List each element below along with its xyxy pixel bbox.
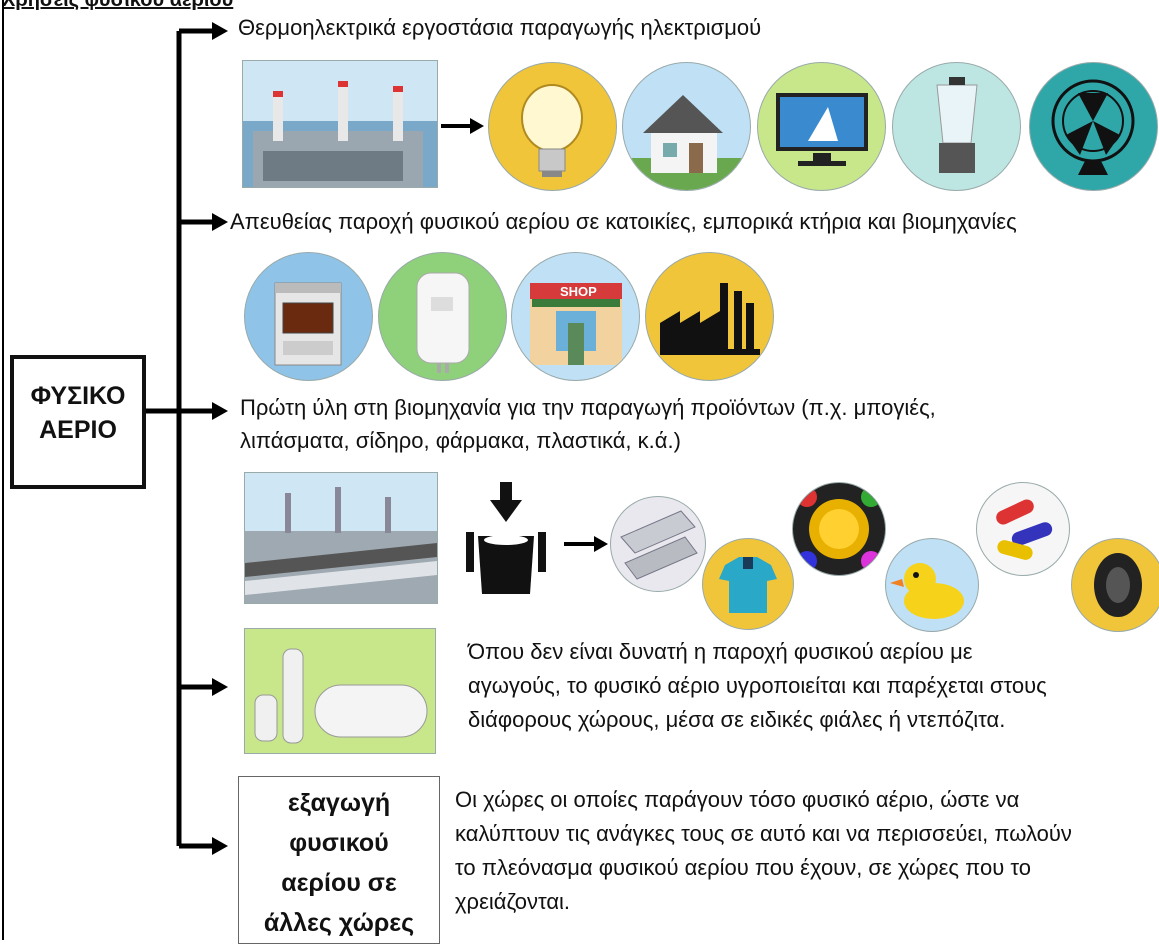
branch-power-plants-label: Θερμοηλεκτρικά εργοστάσια παραγωγής ηλεκ…: [238, 15, 762, 40]
shirt-icon: [702, 538, 794, 630]
export-text-line3: το πλεόνασμα φυσικού αερίου που έχουν, σ…: [455, 855, 1031, 880]
export-box-line2: φυσικού: [289, 829, 389, 857]
water-heater-icon: [378, 252, 507, 381]
factory-icon: [645, 252, 774, 381]
television-icon: [757, 62, 886, 191]
liquefied-gas-text-line2: αγωγούς, το φυσικό αέριο υγροποιείται κα…: [468, 673, 1047, 698]
gas-cylinders-icon: [244, 628, 436, 754]
light-bulb-icon: [488, 62, 617, 191]
crucible-icon: [460, 482, 552, 606]
natural-gas-box-line2: ΑΕΡΙΟ: [39, 416, 117, 444]
export-text-line1: Οι χώρες οι οποίες παράγουν τόσο φυσικό …: [455, 787, 1020, 812]
gas-stove-icon: [244, 252, 373, 381]
branch-raw-material-label-line1: Πρώτη ύλη στη βιομηχανία για την παραγωγ…: [240, 395, 936, 420]
export-box-line3: αερίου σε: [281, 869, 397, 897]
shop-icon: SHOP: [511, 252, 640, 381]
metal-pipes-icon: [610, 496, 706, 592]
natural-gas-box: ΦΥΣΙΚΟ ΑΕΡΙΟ: [10, 355, 146, 489]
rubber-duck-icon: [885, 538, 979, 632]
branch-direct-supply-label: Απευθείας παροχή φυσικού αερίου σε κατοι…: [230, 209, 1017, 234]
power-plant-icon: [242, 60, 438, 188]
export-text: Οι χώρες οι οποίες παράγουν τόσο φυσικό …: [455, 783, 1155, 919]
liquefied-gas-text-line3: διάφορους χώρους, μέσα σε ειδικές φιάλες…: [468, 707, 1006, 732]
export-box: εξαγωγή φυσικού αερίου σε άλλες χώρες: [238, 776, 440, 944]
fan-icon: [1029, 62, 1158, 191]
liquefied-gas-text: Όπου δεν είναι δυνατή η παροχή φυσικού α…: [468, 635, 1158, 737]
natural-gas-box-line1: ΦΥΣΙΚΟ: [30, 382, 126, 410]
pipeline-icon: [244, 472, 438, 604]
capsules-icon: [976, 482, 1070, 576]
export-box-line4: άλλες χώρες: [263, 909, 415, 937]
shop-sign: SHOP: [560, 284, 597, 299]
house-icon: [622, 62, 751, 191]
tire-icon: [1071, 538, 1159, 632]
header-text: Χρήσεις φυσικού αερίου: [2, 0, 234, 11]
export-text-line2: καλύπτουν τις ανάγκες τους σε αυτό και ν…: [455, 821, 1072, 846]
export-box-line1: εξαγωγή: [287, 789, 391, 817]
blender-icon: [892, 62, 1021, 191]
export-text-line4: χρειάζονται.: [455, 889, 571, 914]
liquefied-gas-text-line1: Όπου δεν είναι δυνατή η παροχή φυσικού α…: [468, 639, 973, 664]
branch-raw-material-label-line2: λιπάσματα, σίδηρο, φάρμακα, πλαστικά, κ.…: [240, 428, 681, 453]
paint-icon: [792, 482, 886, 576]
